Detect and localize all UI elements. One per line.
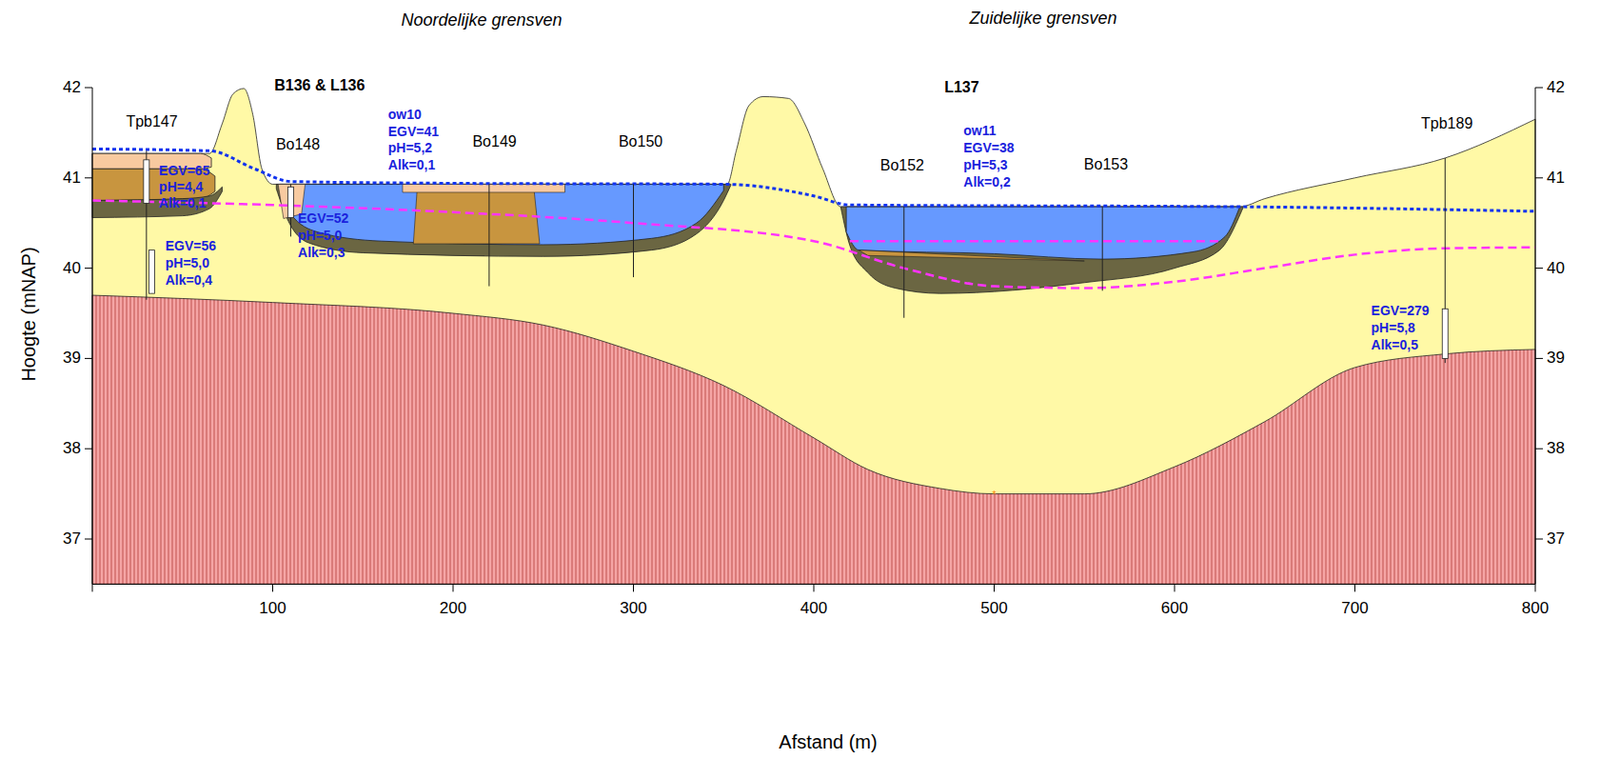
measurement: Alk=0,3 <box>297 246 345 261</box>
filter-screen <box>1441 308 1448 358</box>
measurement: EGV=279 <box>1371 303 1430 318</box>
y-axis <box>92 87 94 584</box>
tick-label: 42 <box>62 79 81 98</box>
well-name: Tpb147 <box>125 113 178 131</box>
borehole-name: Bo148 <box>276 136 320 154</box>
tick-label: 800 <box>1521 599 1549 618</box>
tick-mark <box>453 583 455 592</box>
measurement: EGV=41 <box>388 125 439 140</box>
filter-screen <box>143 159 150 204</box>
measurement: pH=5,0 <box>165 256 210 271</box>
tick-mark <box>632 583 634 592</box>
tick-label: 700 <box>1341 599 1368 618</box>
surface-water-level <box>92 148 1536 211</box>
tick-mark <box>993 583 995 592</box>
tick-label: 38 <box>62 439 81 458</box>
measurement: EGV=56 <box>165 238 217 254</box>
borehole-name: Bo152 <box>880 158 925 176</box>
pool-heading: Noordelijke grensven <box>400 11 562 31</box>
measurement: EGV=52 <box>297 212 349 227</box>
tick-label: 400 <box>800 599 828 618</box>
tick-mark <box>1535 87 1543 89</box>
well-name: Tpb189 <box>1421 115 1473 133</box>
tick-label: 500 <box>980 599 1008 618</box>
measurement: pH=5,0 <box>297 229 342 244</box>
measurement: pH=5,2 <box>388 141 433 157</box>
tick-label: 42 <box>1546 79 1565 98</box>
tick-label: 39 <box>62 349 81 368</box>
tick-mark <box>84 267 93 269</box>
tick-mark <box>1535 583 1537 592</box>
measurement: pH=5,8 <box>1371 320 1416 336</box>
tick-mark <box>1535 538 1543 540</box>
y-axis <box>1535 87 1537 584</box>
tick-mark <box>1174 583 1176 592</box>
tick-mark <box>92 583 94 592</box>
base-layer <box>92 295 1536 584</box>
axis-title: Afstand (m) <box>778 730 877 752</box>
measurement: EGV=65 <box>158 163 210 178</box>
borehole-name: Bo149 <box>472 133 516 151</box>
tick-mark <box>84 357 93 359</box>
measurement: Alk=0,4 <box>165 273 213 288</box>
tick-mark <box>84 538 93 540</box>
tick-mark <box>1535 448 1543 450</box>
tick-mark <box>1535 177 1543 178</box>
pool-code: L137 <box>944 79 979 97</box>
tick-label: 600 <box>1161 599 1188 618</box>
measurement: Alk=0,2 <box>963 175 1010 190</box>
sample-name: ow10 <box>388 108 422 123</box>
peat-top-layer <box>402 183 566 193</box>
measurement: EGV=38 <box>963 140 1014 156</box>
tick-label: 37 <box>62 530 81 549</box>
sand-layer <box>92 88 1536 584</box>
pool-water <box>846 206 1240 259</box>
tick-mark <box>1354 583 1356 592</box>
tick-label: 40 <box>1546 258 1565 277</box>
measurement: Alk=0,5 <box>1371 337 1419 353</box>
borehole-line <box>1102 206 1104 291</box>
borehole-line <box>632 183 634 277</box>
tick-label: 41 <box>1546 168 1565 187</box>
tick-label: 100 <box>258 599 286 618</box>
borehole-name: Bo150 <box>618 133 663 151</box>
pool-code: B136 & L136 <box>274 77 365 95</box>
tick-mark <box>813 583 815 592</box>
pool-heading: Zuidelijke grensven <box>968 9 1117 29</box>
axis-title: Hoogte (mNAP) <box>18 246 40 381</box>
sample-name: ow11 <box>963 123 996 139</box>
tick-label: 40 <box>62 258 81 277</box>
borehole-name: Bo153 <box>1084 156 1128 174</box>
measurement: pH=4,4 <box>158 180 203 196</box>
borehole-line <box>903 206 905 318</box>
tick-mark <box>272 583 274 592</box>
tick-mark <box>84 177 93 178</box>
filter-screen <box>149 250 156 295</box>
filter-screen <box>287 186 294 218</box>
marker: * <box>992 489 997 500</box>
tick-label: 41 <box>62 168 81 187</box>
pool-water <box>279 183 724 245</box>
tick-label: 39 <box>1546 349 1565 368</box>
measurement: pH=5,3 <box>963 158 1008 173</box>
tick-label: 300 <box>619 599 647 618</box>
borehole-line <box>488 183 490 286</box>
peat-layer <box>858 250 1085 261</box>
tick-label: 37 <box>1546 530 1565 549</box>
measurement: Alk=0,1 <box>158 197 206 212</box>
measurement: Alk=0,1 <box>388 158 435 173</box>
tick-label: 200 <box>439 599 467 618</box>
tick-mark <box>1535 267 1543 269</box>
tick-mark <box>1535 357 1543 359</box>
tick-mark <box>84 448 93 450</box>
groundwater-level <box>92 200 1536 289</box>
tick-label: 38 <box>1546 439 1565 458</box>
groundwater-level <box>849 239 1220 243</box>
peat-layer <box>413 191 540 244</box>
tick-mark <box>84 87 93 89</box>
